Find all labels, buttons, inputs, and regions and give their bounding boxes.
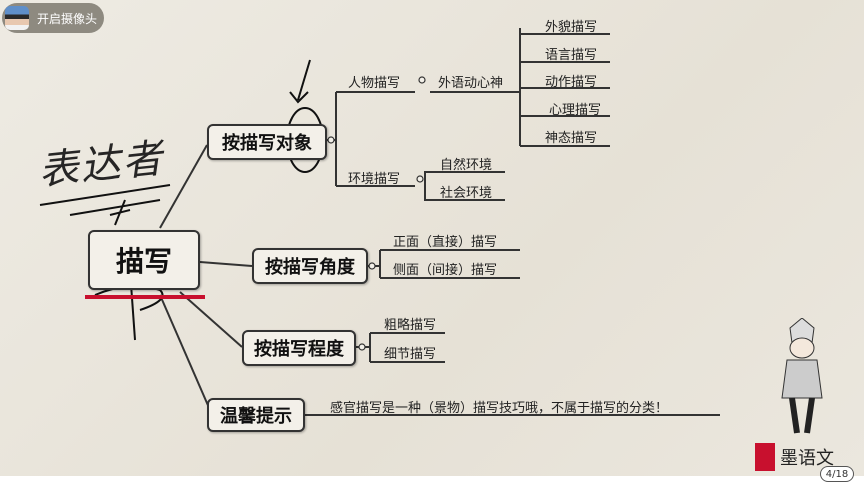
leaf: 正面（直接）描写 — [393, 235, 498, 250]
leaf: 语言描写 — [545, 48, 598, 63]
branch-angle: 按描写角度 — [252, 248, 368, 284]
slide: 表达者 开启摄像头 描写 按描写对象 按描写角度 按描写程度 温馨提示 人物描写… — [0, 0, 864, 476]
leaf: 动作描写 — [545, 75, 598, 90]
root-node: 描写 — [88, 230, 200, 290]
leaf: 神态描写 — [545, 131, 598, 146]
branch-tip: 温馨提示 — [207, 398, 305, 432]
page-indicator: 4/18 — [820, 466, 854, 482]
leaf: 侧面（间接）描写 — [393, 263, 498, 278]
leaf-person: 人物描写 — [348, 76, 401, 91]
brand-logo-text: 墨语文 — [780, 448, 834, 469]
camera-label: 开启摄像头 — [37, 11, 98, 26]
branch-degree: 按描写程度 — [242, 330, 356, 366]
opera-character-illustration — [781, 318, 823, 434]
leaf: 细节描写 — [384, 347, 437, 362]
brand-logo-mark — [755, 443, 775, 471]
leaf-environment: 环境描写 — [348, 172, 401, 187]
leaf: 心理描写 — [549, 103, 602, 118]
avatar — [5, 6, 29, 30]
leaf: 社会环境 — [440, 186, 493, 201]
leaf-person-child: 外语动心神 — [438, 76, 504, 91]
leaf: 外貌描写 — [545, 20, 598, 35]
leaf: 粗略描写 — [384, 318, 437, 333]
tip-text: 感官描写是一种（景物）描写技巧哦，不属于描写的分类！ — [330, 401, 669, 416]
branch-object: 按描写对象 — [207, 124, 327, 160]
connector-lines — [39, 28, 720, 416]
leaf: 自然环境 — [440, 158, 493, 173]
bottom-bar — [0, 476, 864, 486]
camera-toggle-button[interactable]: 开启摄像头 — [2, 3, 104, 33]
